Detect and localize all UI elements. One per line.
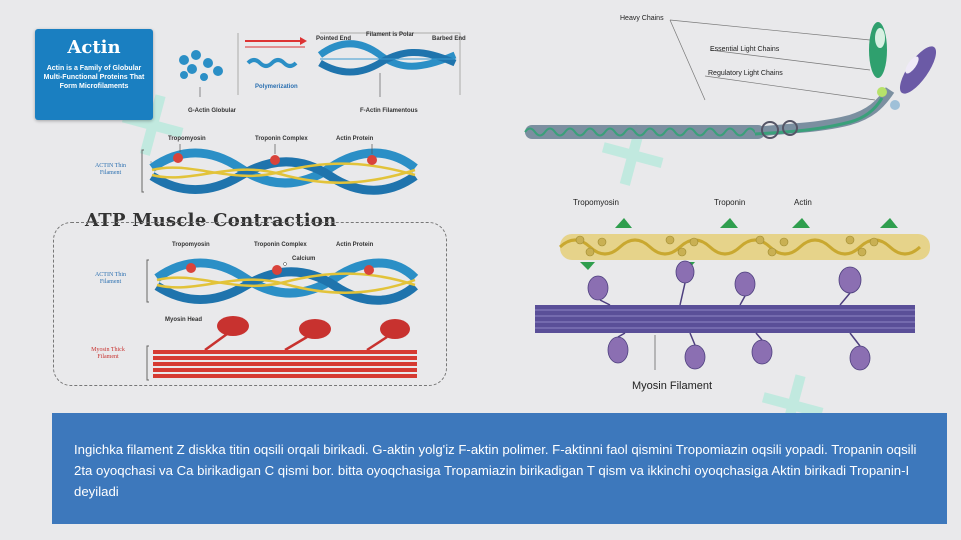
tropomyosin-label-1: Tropomyosin	[168, 136, 206, 142]
myosin-filament-label: Myosin Filament	[632, 380, 713, 392]
tropomyosin-label-2: Tropomyosin	[172, 242, 210, 248]
actin-protein-label-1: Actin Protein	[336, 136, 374, 142]
actin-protein-label-2: Actin Protein	[336, 242, 374, 248]
actin-title: Actin	[67, 37, 121, 58]
g-actin-f-actin-diagram	[179, 32, 461, 97]
thick-filament-side-label: Myosin Thick Filament	[91, 347, 125, 360]
troponin-label: Troponin	[714, 198, 746, 207]
g-actin-label: G-Actin Globular	[188, 108, 236, 114]
thin-filament-side-label-1: ACTIN Thin Filament	[94, 163, 127, 176]
thin-filament-diagram-1	[141, 144, 418, 195]
actin-subtitle: Actin is a Family of Globular Multi-Func…	[43, 65, 145, 90]
actin-label: Actin	[794, 198, 812, 207]
regulatory-light-chains-label: Regulatory Light Chains	[708, 70, 783, 77]
thin-filament-side-label-2: ACTIN Thin Filament	[94, 272, 127, 285]
barbed-end-label: Barbed End	[432, 36, 466, 42]
myosin-molecule-diagram	[524, 19, 937, 139]
calcium-label: Calcium	[292, 256, 316, 262]
f-actin-label: F-Actin Filamentous	[360, 108, 418, 114]
thick-filament-diagram	[146, 316, 417, 381]
caption-text: Ingichka filament Z diskka titin oqsili …	[74, 442, 917, 499]
atp-muscle-contraction-title: ATP Muscle Contraction	[85, 210, 337, 231]
essential-light-chains-label: Essential Light Chains	[710, 46, 780, 53]
troponin-complex-label-1: Troponin Complex	[255, 136, 308, 142]
myosin-head-label: Myosin Head	[165, 317, 203, 323]
filament-polar-label: Filament is Polar	[366, 32, 415, 38]
caption-box: Ingichka filament Z diskka titin oqsili …	[52, 413, 947, 524]
tropomyosin-label-3: Tropomyosin	[573, 198, 619, 207]
troponin-complex-label-2: Troponin Complex	[254, 242, 307, 248]
actin-title-box: Actin Actin is a Family of Globular Mult…	[35, 29, 153, 120]
sarcomere-diagram	[535, 218, 930, 371]
pointed-end-label: Pointed End	[316, 36, 351, 42]
thin-filament-diagram-2	[146, 258, 419, 305]
polymerization-label: Polymerization	[255, 84, 298, 90]
heavy-chains-label: Heavy Chains	[620, 15, 664, 22]
atp-diagram-frame	[53, 222, 447, 386]
